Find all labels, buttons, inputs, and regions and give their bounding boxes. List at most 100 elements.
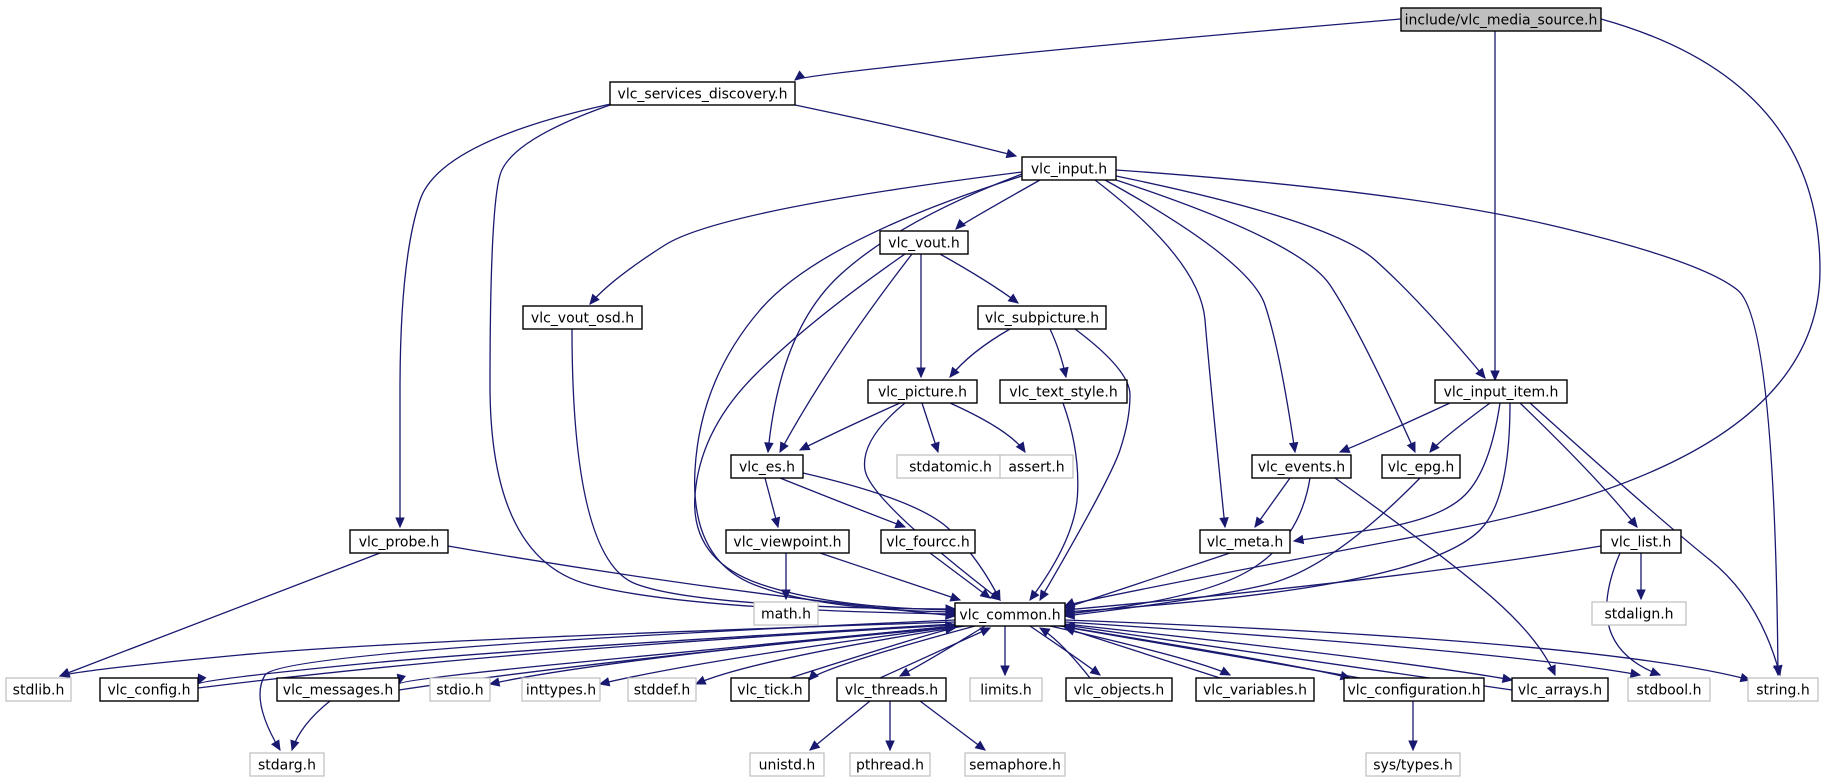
node-input[interactable]: vlc_input.h [1021, 156, 1117, 181]
arrow-head [290, 739, 300, 752]
edge-probe-to-stdlib [58, 552, 381, 677]
edge-input-to-vout [955, 179, 1041, 230]
arrow-head [694, 675, 707, 685]
edge-line [489, 104, 956, 615]
arrow-head [1338, 444, 1351, 453]
edge-common-to-tick [808, 625, 976, 681]
node-services-discovery[interactable]: vlc_services_discovery.h [609, 81, 796, 106]
arrow-head [1649, 667, 1662, 677]
node-picture[interactable]: vlc_picture.h [867, 379, 978, 404]
edge-line [1029, 402, 1079, 601]
node-label: stdlib.h [13, 683, 65, 699]
arrow-head [894, 519, 907, 529]
node-messages[interactable]: vlc_messages.h [276, 677, 400, 702]
node-events[interactable]: vlc_events.h [1251, 454, 1352, 479]
edge-line [1064, 621, 1641, 676]
node-fourcc[interactable]: vlc_fourcc.h [880, 529, 976, 554]
node-config[interactable]: vlc_config.h [99, 677, 199, 702]
node-box [349, 529, 449, 554]
node-label: vlc_objects.h [1074, 683, 1165, 699]
node-meta[interactable]: vlc_meta.h [1199, 529, 1291, 554]
edge-line [899, 625, 986, 677]
arrow-head [974, 740, 986, 751]
node-box [1199, 529, 1291, 554]
arrow-head [885, 740, 895, 752]
edge-common-to-threads [898, 625, 986, 677]
node-box [1365, 752, 1461, 777]
edge-line [879, 627, 991, 679]
node-label: unistd.h [759, 758, 816, 774]
node-arrays[interactable]: vlc_arrays.h [1511, 677, 1609, 702]
node-layer: include/vlc_media_source.h vlc_services_d… [5, 7, 1819, 777]
edge-input-to-es [764, 173, 1023, 454]
arrow-head [1089, 665, 1101, 676]
node-label: string.h [1756, 683, 1810, 699]
node-box [609, 81, 796, 106]
edge-line [1064, 477, 1311, 615]
node-label: vlc_messages.h [283, 683, 393, 699]
node-assert: assert.h [999, 454, 1074, 479]
node-root[interactable]: include/vlc_media_source.h [1400, 7, 1602, 32]
arrow-head [898, 667, 911, 677]
edge-vout-to-common [694, 253, 957, 615]
edge-line [1039, 627, 1091, 679]
edge-input-to-epg [1109, 177, 1416, 454]
arrow-head [955, 218, 967, 230]
node-epg[interactable]: vlc_epg.h [1381, 454, 1461, 479]
edge-line [919, 700, 986, 751]
arrow-head [1059, 366, 1069, 379]
node-label: vlc_arrays.h [1518, 683, 1602, 699]
node-stdatomic: stdatomic.h [896, 454, 1005, 479]
node-label: vlc_subpicture.h [985, 311, 1099, 327]
node-vout[interactable]: vlc_vout.h [879, 230, 969, 255]
node-unistd: unistd.h [749, 752, 825, 777]
node-variables[interactable]: vlc_variables.h [1195, 677, 1315, 702]
edge-root-to-common [1063, 18, 1821, 607]
node-label: vlc_variables.h [1203, 683, 1307, 699]
edge-common-to-stddef [694, 625, 966, 685]
edge-threads-to-unistd [809, 700, 871, 751]
node-box [1195, 677, 1315, 702]
arrow-head [1038, 627, 1051, 637]
node-label: semaphore.h [969, 758, 1061, 774]
node-probe[interactable]: vlc_probe.h [349, 529, 449, 554]
node-input-item[interactable]: vlc_input_item.h [1434, 379, 1568, 404]
node-objects[interactable]: vlc_objects.h [1065, 677, 1173, 702]
node-stdalign: stdalign.h [1591, 601, 1687, 626]
node-label: vlc_picture.h [878, 385, 967, 401]
node-tick[interactable]: vlc_tick.h [730, 677, 810, 702]
edge-line [1029, 625, 1101, 676]
node-subpicture[interactable]: vlc_subpicture.h [977, 305, 1107, 330]
node-box [867, 379, 978, 404]
node-box [749, 752, 825, 777]
node-stdlib: stdlib.h [5, 677, 72, 702]
node-viewpoint[interactable]: vlc_viewpoint.h [725, 529, 850, 554]
node-box [249, 752, 325, 777]
edge-picture-to-stdatomic [921, 402, 940, 454]
node-label: vlc_vout_osd.h [531, 311, 634, 327]
node-label: vlc_events.h [1258, 460, 1345, 476]
edge-line [197, 623, 956, 685]
node-common[interactable]: vlc_common.h [954, 602, 1066, 627]
edge-list-to-stdbool [1606, 552, 1662, 677]
edge-line [59, 621, 956, 677]
edge-common-to-stdbool [1064, 621, 1642, 679]
arrow-head [949, 366, 960, 378]
node-semaphore: semaphore.h [964, 752, 1066, 777]
node-systypes: sys/types.h [1365, 752, 1461, 777]
edge-input-to-events [1104, 179, 1299, 454]
edge-line [694, 253, 956, 611]
node-list[interactable]: vlc_list.h [1600, 529, 1682, 554]
node-es[interactable]: vlc_es.h [730, 454, 804, 479]
edge-line [1064, 18, 1821, 607]
node-label: vlc_epg.h [1388, 460, 1455, 476]
node-threads[interactable]: vlc_threads.h [836, 677, 947, 702]
node-vout-osd[interactable]: vlc_vout_osd.h [522, 305, 643, 330]
node-configuration[interactable]: vlc_configuration.h [1343, 677, 1485, 702]
node-text-style[interactable]: vlc_text_style.h [999, 379, 1128, 404]
node-inttypes: inttypes.h [521, 677, 601, 702]
edge-common-to-stdarg [259, 619, 956, 752]
arrow-head [1406, 441, 1416, 454]
